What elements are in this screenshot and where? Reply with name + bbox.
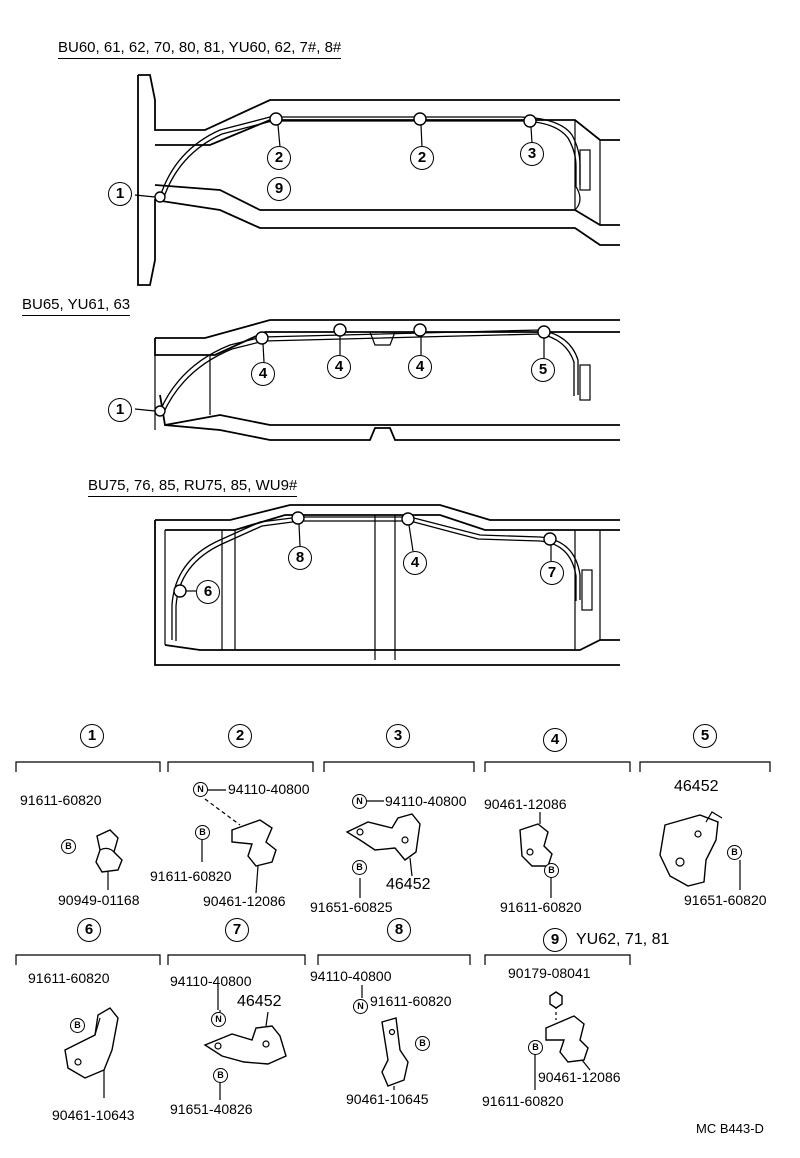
part-8-label-bolt: 91611-60820: [370, 993, 452, 1009]
bolt-icon: B: [61, 839, 76, 854]
callout-6: 6: [196, 580, 220, 604]
part-2-clamp: [201, 798, 277, 894]
part-2-label-clamp: 90461-12086: [203, 893, 286, 909]
leader-lines: [208, 789, 741, 1100]
part-5-label-bolt: 91651-60820: [684, 892, 767, 908]
part-3-label-nut: 94110-40800: [385, 793, 467, 809]
nut-icon: N: [352, 794, 367, 809]
part-3-label-bracket: 46452: [386, 876, 431, 893]
frame-2: [154, 319, 620, 441]
part-9-clamp: [534, 991, 591, 1090]
callout-9: 9: [267, 177, 291, 201]
callout-4: 4: [403, 551, 427, 575]
part-2-label-nut: 94110-40800: [228, 781, 310, 797]
part-4-label-bolt: 91611-60820: [500, 899, 582, 915]
brake-line-2: [159, 329, 579, 415]
callout-4: 4: [408, 355, 432, 379]
part-6-label-bolt: 91611-60820: [28, 970, 110, 986]
part-7-number: 7: [225, 918, 249, 942]
part-1-clamp: [95, 829, 123, 890]
part-4-clamp: [519, 812, 553, 867]
part-2-number: 2: [228, 724, 252, 748]
part-4-number: 4: [543, 728, 567, 752]
part-1-number: 1: [80, 724, 104, 748]
part-8-clamp: [381, 1017, 409, 1090]
clamp-points-3: [173, 511, 557, 598]
part-8-number: 8: [387, 918, 411, 942]
part-7-label-bolt: 91651-40826: [170, 1101, 253, 1117]
bolt-icon: B: [70, 1018, 85, 1033]
part-7-bracket: [203, 1011, 287, 1065]
nut-icon: N: [193, 782, 208, 797]
part-3-bracket: [345, 813, 421, 877]
bolt-icon: B: [727, 845, 742, 860]
part-5-bracket: [659, 811, 723, 887]
part-3-number: 3: [386, 724, 410, 748]
callout-1: 1: [108, 398, 132, 422]
brake-line-1: [159, 116, 581, 201]
part-7-label-nut: 94110-40800: [170, 973, 252, 989]
part-8-label-clamp: 90461-10645: [346, 1091, 429, 1107]
part-brackets: [15, 761, 771, 965]
part-6-number: 6: [77, 918, 101, 942]
part-5-label-bracket: 46452: [674, 778, 719, 795]
part-5-number: 5: [693, 724, 717, 748]
callout-2: 2: [410, 146, 434, 170]
callout-5: 5: [531, 358, 555, 382]
callout-4: 4: [327, 355, 351, 379]
part-9-label-bolt: 91611-60820: [482, 1093, 564, 1109]
bolt-icon: B: [213, 1068, 228, 1083]
frame-1: [137, 74, 620, 286]
bolt-icon: B: [415, 1036, 430, 1051]
clamp-points-1: [154, 112, 537, 203]
callout-1: 1: [108, 182, 132, 206]
part-9-label-nut: 90179-08041: [508, 965, 591, 981]
drawing-code: MC B443-D: [696, 1121, 764, 1136]
part-2-label-bolt: 91611-60820: [150, 868, 232, 884]
part-6-label-clamp: 90461-10643: [52, 1107, 135, 1123]
diagram-1-heading: BU60, 61, 62, 70, 80, 81, YU60, 62, 7#, …: [58, 40, 342, 59]
callout-2: 2: [267, 146, 291, 170]
bolt-icon: B: [352, 860, 367, 875]
callout-4: 4: [251, 362, 275, 386]
callout-7: 7: [540, 561, 564, 585]
part-1-label-clamp: 90949-01168: [58, 892, 140, 908]
bolt-icon: B: [195, 825, 210, 840]
bolt-icon: B: [544, 863, 559, 878]
clamp-points-2: [154, 323, 551, 417]
bolt-icon: B: [528, 1040, 543, 1055]
part-8-label-nut: 94110-40800: [310, 968, 392, 984]
part-4-label-clamp: 90461-12086: [484, 796, 567, 812]
part-9-label-clamp: 90461-12086: [538, 1069, 621, 1085]
part-6-clamp: [64, 1007, 119, 1098]
nut-icon: N: [353, 999, 368, 1014]
diagram-3-heading: BU75, 76, 85, RU75, 85, WU9#: [88, 478, 298, 497]
callout-3: 3: [520, 142, 544, 166]
frame-3: [154, 504, 620, 666]
part-9-note: YU62, 71, 81: [576, 931, 670, 948]
nut-icon: N: [211, 1012, 226, 1027]
diagram-2-heading: BU65, YU61, 63: [22, 297, 131, 316]
part-1-label-bolt: 91611-60820: [20, 792, 102, 808]
callout-8: 8: [288, 546, 312, 570]
part-3-label-bolt: 91651-60825: [310, 899, 393, 915]
brake-line-3: [171, 516, 581, 641]
part-7-label-bracket: 46452: [237, 993, 282, 1010]
part-9-number: 9: [543, 928, 567, 952]
